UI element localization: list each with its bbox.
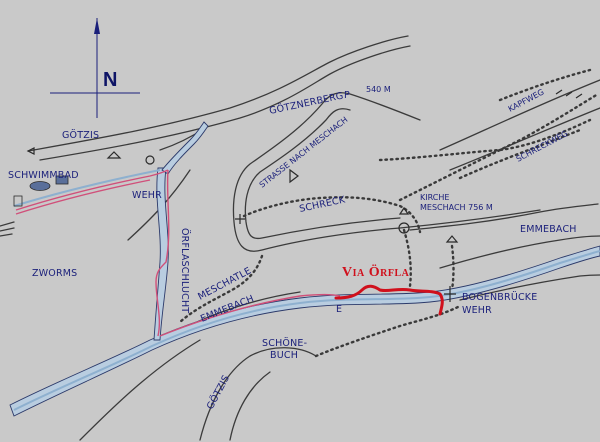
house-icon-east (445, 235, 459, 243)
road-goetzis-north (27, 35, 409, 152)
road-valley-south-2 (79, 339, 201, 441)
pool-icon (29, 181, 51, 191)
label-wehr-right: WEHR (462, 305, 492, 316)
label-schwimmbad: SCHWIMMBAD (8, 170, 79, 181)
label-schreck: SCHRECK (298, 194, 346, 215)
label-bogenbruecke: BOGENBRÜCKE (462, 292, 537, 303)
label-schoenebuch-1: SCHÖNE- (262, 338, 307, 349)
label-goetzis-top: GÖTZIS (62, 130, 99, 141)
trail-meschatle (178, 254, 264, 324)
road-emmebach-east (439, 235, 600, 269)
north-label: N (103, 69, 117, 91)
road-schoenebuch-2 (229, 371, 271, 441)
church-tower-icon (398, 206, 410, 215)
label-strasse-meschach: STRASSE NACH MESCHACH (258, 115, 350, 189)
rock-symbol-icon (555, 89, 583, 99)
via-oerfla-route-line (334, 284, 444, 316)
label-via-oerfla: Via Örfla (342, 263, 410, 280)
road-goetzis-north-inner (39, 45, 411, 161)
trail-bogenbruecke-east (450, 244, 455, 292)
pink-path-schwimmbad (15, 169, 169, 211)
label-parking: P (344, 90, 350, 101)
label-emmebach-right: EMMEBACH (520, 224, 577, 235)
map-left-border (0, 221, 15, 237)
emmebach-river (9, 245, 600, 417)
stream-schwimmbad (13, 169, 161, 207)
road-meschach-hairpin-outer (232, 92, 541, 252)
road-schoenebuch (199, 347, 317, 441)
label-kirche-1: KIRCHE (420, 193, 449, 202)
road-northeast-2 (449, 107, 600, 171)
weir-icon (444, 286, 456, 302)
pink-paths (15, 169, 341, 337)
pool-building-icon (55, 175, 69, 185)
label-kapfweg: KAPFWEG (507, 87, 546, 113)
trail-schreckweg (458, 128, 582, 180)
label-elevation-540: 540 M (366, 85, 391, 94)
arrow-goetzis-icon (26, 147, 35, 155)
road-schreck-east (409, 203, 599, 231)
pink-path-emmebach (159, 293, 341, 337)
stream-upper-gorge (161, 121, 209, 175)
church-icon (398, 222, 410, 234)
label-schoenebuch-2: BUCH (270, 350, 298, 361)
compass: N (50, 18, 140, 118)
rivers (9, 121, 600, 417)
road-northeast (439, 79, 600, 151)
label-zworms: ZWORMS (32, 268, 77, 279)
road-emmebach-east-2 (459, 274, 600, 301)
trail-kirche-south (402, 228, 412, 288)
roads (27, 35, 600, 441)
label-e-marker: E (336, 304, 342, 315)
cross-icon (235, 214, 245, 224)
parking-sign-icon (13, 195, 23, 207)
house-icon (106, 151, 122, 159)
via-oerfla-route (334, 284, 444, 316)
label-oerflaschlucht: ÖRFLASCHLUCHT (179, 228, 190, 313)
map-symbols (13, 89, 583, 302)
pink-path-gorge (155, 169, 170, 337)
chapel-icon (145, 155, 155, 165)
road-meschach-hairpin-inner (244, 108, 401, 240)
emmebach-centerline (13, 250, 600, 411)
pink-path-schwimmbad-2 (15, 179, 151, 215)
map-labels: GÖTZIS SCHWIMMBAD WEHR ZWORMS ÖRFLASCHLU… (8, 85, 577, 411)
label-wehr-left: WEHR (132, 190, 162, 201)
label-kirche-2: MESCHACH 756 M (420, 203, 493, 212)
trail-kapfweg (398, 92, 600, 202)
label-goetzis-bottom: GÖTZIS (205, 373, 232, 411)
trail-schreck (242, 196, 422, 234)
direction-arrow-icon (289, 168, 299, 184)
north-arrow-icon (94, 18, 100, 34)
